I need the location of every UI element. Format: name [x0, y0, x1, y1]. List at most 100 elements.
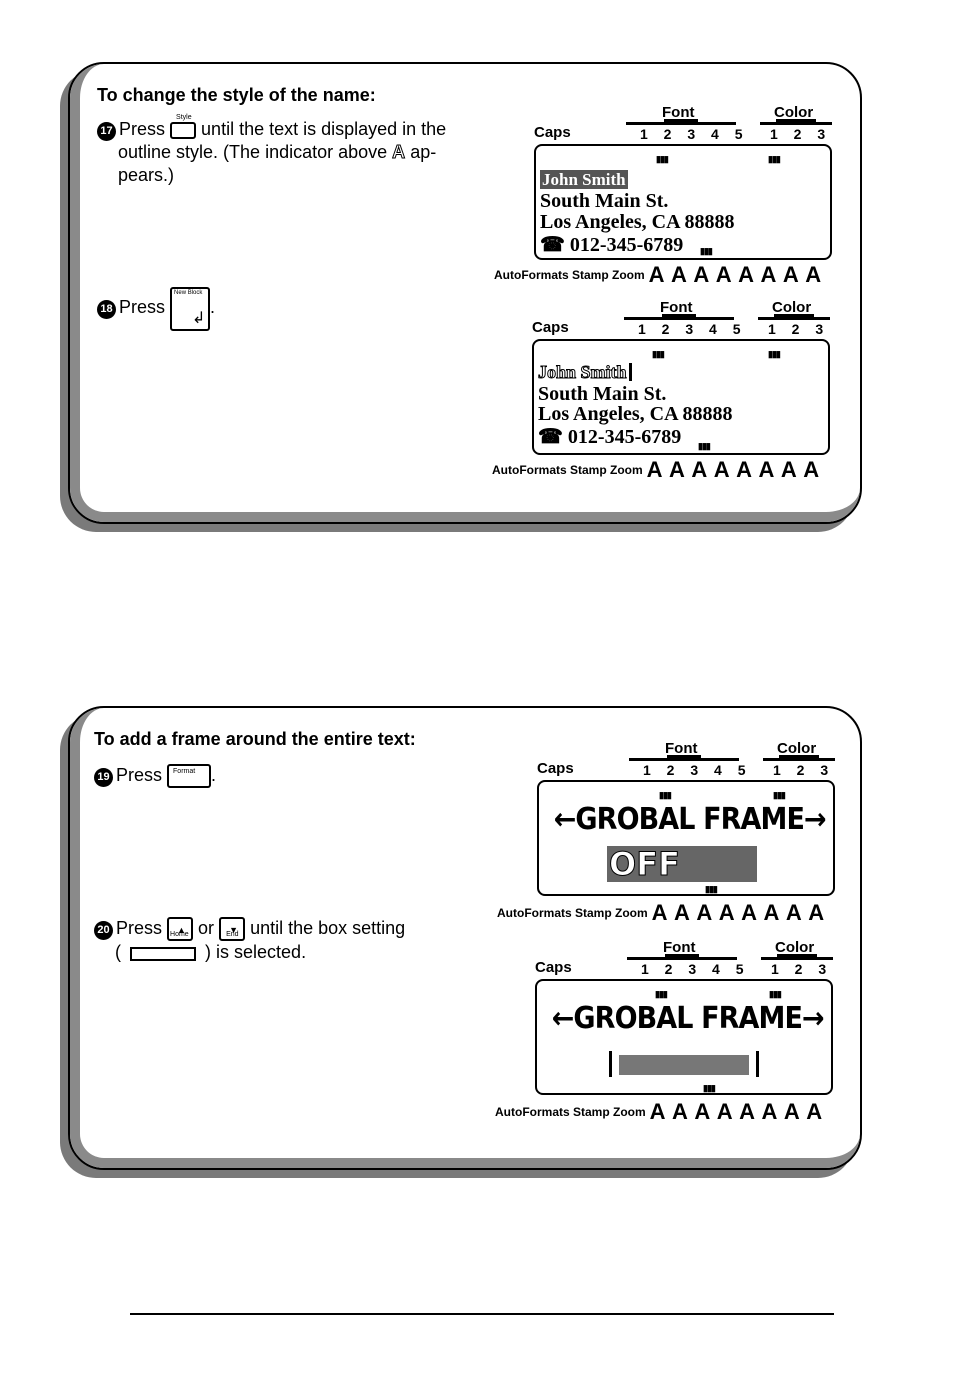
lcd-screen: ▮▮▮ ▮▮▮ ←GROBAL FRAME→ OFF ▮▮▮ — [537, 780, 835, 896]
step-text: pears.) — [118, 165, 175, 185]
box-frame-setting — [609, 1051, 759, 1077]
frame-setting-off: OFF — [607, 846, 757, 883]
color-label: Color — [777, 740, 817, 757]
text-line-3: Los Angeles, CA 88888 — [540, 211, 735, 233]
font-bar — [627, 954, 737, 960]
indicators-label: AutoFormats Stamp Zoom — [492, 463, 643, 477]
font-bar — [624, 314, 734, 320]
color-label: Color — [775, 939, 815, 956]
frame-menu-title: ←GROBAL FRAME→ — [551, 1001, 825, 1036]
end-key[interactable]: ▼End — [219, 917, 246, 942]
color-numbers: 1 2 3 — [773, 762, 835, 778]
indicator-dots: ▮▮▮ — [703, 1083, 716, 1093]
indicators-label: AutoFormats Stamp Zoom — [495, 1105, 646, 1119]
indicator-dots: ▮▮▮ — [769, 989, 782, 999]
indicator-dots: ▮▮▮ — [768, 154, 781, 164]
indicators-label: AutoFormats Stamp Zoom — [494, 268, 645, 282]
color-label: Color — [774, 104, 814, 121]
instruction-panel-style — [68, 62, 862, 524]
text-line-2: South Main St. — [538, 383, 667, 405]
color-bar — [763, 755, 835, 761]
caps-label: Caps — [535, 959, 572, 976]
home-key-label: Home — [170, 931, 189, 939]
name-text: John Smith — [540, 170, 628, 189]
font-label: Font — [663, 939, 696, 956]
text-line-2: South Main St. — [540, 190, 669, 212]
enter-arrow-icon: ↲ — [192, 310, 206, 327]
step-number-17: 17 — [97, 122, 116, 141]
color-bar — [758, 314, 830, 320]
font-numbers: 1 2 3 4 5 — [640, 126, 749, 142]
text-line-4: ☎ 012-345-6789 — [538, 426, 681, 448]
style-key[interactable]: Style — [170, 114, 197, 139]
lcd-screen: ▮▮▮ ▮▮▮ John Smith South Main St. Los An… — [532, 339, 830, 455]
style-key-label: Style — [176, 113, 192, 121]
font-label: Font — [662, 104, 695, 121]
step-text: ( — [115, 942, 121, 963]
indicator-dots: ▮▮▮ — [705, 884, 718, 894]
font-label: Font — [665, 740, 698, 757]
panel-shadow-border — [70, 64, 860, 522]
color-numbers: 1 2 3 — [770, 126, 832, 142]
box-frame-left-edge — [609, 1051, 612, 1077]
step-text: or — [198, 918, 215, 938]
outline-a-icon: A — [392, 142, 406, 163]
text-cursor — [628, 363, 632, 381]
color-numbers: 1 2 3 — [771, 961, 833, 977]
footer-rule — [130, 1313, 834, 1315]
font-bar — [629, 755, 739, 761]
section-heading-style: To change the style of the name: — [97, 85, 376, 105]
box-frame-fill — [619, 1055, 749, 1075]
step-text: Press — [119, 297, 166, 317]
down-arrow-icon: ▼ — [229, 925, 238, 936]
new-block-key[interactable]: New Block ↲ — [170, 287, 211, 331]
text-line-4: ☎ 012-345-6789 — [540, 234, 683, 256]
step-text: . — [210, 297, 216, 317]
home-key[interactable]: ▲Home — [167, 917, 194, 942]
panel-shadow-border — [70, 708, 860, 1168]
format-key[interactable]: Format — [167, 764, 212, 789]
section-heading-frame: To add a frame around the entire text: — [94, 729, 416, 749]
box-frame-right-edge — [756, 1051, 759, 1077]
format-key-label: Format — [173, 768, 196, 776]
indicator-dots: ▮▮▮ — [655, 989, 668, 999]
step-text: ap- — [410, 142, 437, 162]
box-frame-icon — [130, 946, 197, 961]
step-text: outline style. (The indicator above — [118, 142, 388, 162]
step-number-20: 20 — [94, 921, 113, 940]
font-numbers: 1 2 3 4 5 — [638, 321, 747, 337]
step-text: Press — [116, 765, 163, 785]
indicator-dots: ▮▮▮ — [656, 154, 669, 164]
caps-label: Caps — [537, 760, 574, 777]
indicator-dots: ▮▮▮ — [773, 790, 786, 800]
indicators-label: AutoFormats Stamp Zoom — [497, 906, 648, 920]
color-bar — [761, 954, 833, 960]
font-numbers: 1 2 3 4 5 — [641, 961, 750, 977]
phone-icon: ☎ — [540, 234, 565, 256]
font-label: Font — [660, 299, 693, 316]
step-number-19: 19 — [94, 768, 113, 787]
text-line-3: Los Angeles, CA 88888 — [538, 403, 733, 425]
frame-menu-title: ←GROBAL FRAME→ — [553, 802, 827, 837]
step-text: until the box setting — [250, 918, 406, 938]
lcd-screen: ▮▮▮ ▮▮▮ John Smith South Main St. Los An… — [534, 144, 832, 260]
up-arrow-icon: ▲ — [177, 925, 186, 936]
font-numbers: 1 2 3 4 5 — [643, 762, 752, 778]
indicator-dots: ▮▮▮ — [659, 790, 672, 800]
color-label: Color — [772, 299, 812, 316]
step-text: Press — [116, 918, 163, 938]
step-text: . — [211, 765, 217, 785]
step-text: until the text is displayed in the — [201, 119, 447, 139]
end-key-label: End — [226, 931, 239, 939]
color-bar — [760, 119, 832, 125]
name-text: John Smith — [538, 362, 628, 383]
color-numbers: 1 2 3 — [768, 321, 830, 337]
style-glyphs: A A A A A A A A — [646, 457, 821, 482]
text-line-1: John Smith — [538, 361, 632, 383]
